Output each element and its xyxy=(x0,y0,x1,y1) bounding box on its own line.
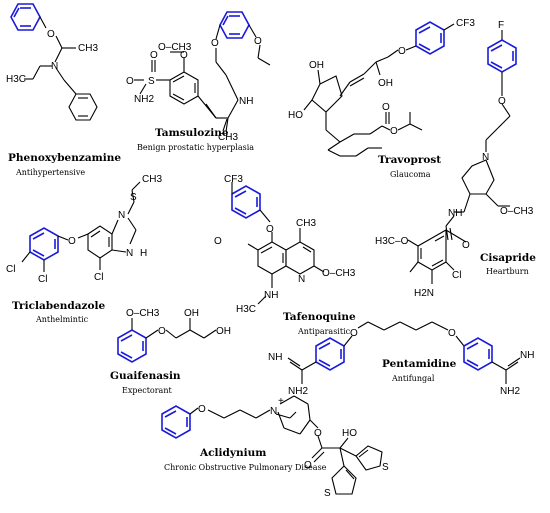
methyl-label: H3C xyxy=(6,74,26,85)
compound-name: Phenoxybenzamine xyxy=(8,152,121,164)
compound-use: Expectorant xyxy=(122,386,172,395)
nitrogen-label: N xyxy=(51,61,58,72)
nitrogen-label: N xyxy=(126,248,133,259)
amine-label: NH xyxy=(448,208,462,219)
fluorine-label: F xyxy=(498,20,504,31)
methoxy-label: H3C–O xyxy=(375,236,409,247)
compound-name: Triclabendazole xyxy=(12,300,106,312)
sulfur-label: S xyxy=(148,76,155,87)
chlorine-label: Cl xyxy=(38,274,47,285)
hydroxyl-label: OH xyxy=(378,78,393,89)
phenoxybenzamine-structure: O CH3 N H3C xyxy=(6,3,98,121)
methoxy-label: O xyxy=(214,236,222,247)
nitrogen-label: N xyxy=(270,406,277,417)
trifluoromethyl-label: CF3 xyxy=(224,174,243,185)
methyl-label: H3C xyxy=(236,304,256,315)
amine-label: NH2 xyxy=(134,94,154,105)
pentamidine-structure: O O NH NH2 NH NH2 xyxy=(268,321,534,397)
imine-label: NH xyxy=(268,352,282,363)
compound-name: Aclidynium xyxy=(199,447,266,459)
compound-name: Tamsulozine xyxy=(155,127,229,139)
oxygen-label: O xyxy=(398,46,406,57)
methyl-label: CH3 xyxy=(296,218,316,229)
oxygen-label: O xyxy=(390,126,398,137)
methyl-label: CH3 xyxy=(78,43,98,54)
charge-label: + xyxy=(278,396,284,407)
amine-label: NH xyxy=(264,290,278,301)
amine-label: NH2 xyxy=(288,386,308,397)
travoprost-structure: O CF3 OH OH HO O O xyxy=(288,18,475,157)
compound-use: Antiparasitic xyxy=(297,327,351,336)
hydroxyl-label: OH xyxy=(309,60,324,71)
tafenoquine-structure: CF3 O CH3 O N O–CH3 NH H3C xyxy=(214,174,356,315)
amine-label: NH xyxy=(239,96,253,107)
methyl-label: CH3 xyxy=(142,174,162,185)
hydroxyl-label: HO xyxy=(288,110,303,121)
imine-label: NH xyxy=(520,350,534,361)
nitrogen-label: N xyxy=(482,152,489,163)
compound-name: Cisapride xyxy=(480,252,536,264)
oxygen-label: O xyxy=(448,328,456,339)
methoxy-label: O–CH3 xyxy=(158,42,192,53)
oxygen-label: O xyxy=(498,96,506,107)
compound-name: Tafenoquine xyxy=(283,311,356,323)
methoxy-label: O–CH3 xyxy=(126,308,160,319)
compound-use: Antihypertensive xyxy=(15,168,85,177)
oxygen-label: O xyxy=(350,328,358,339)
oxygen-label: O xyxy=(254,36,262,47)
chlorine-label: Cl xyxy=(6,264,15,275)
guaifenasin-structure: O–CH3 O OH OH xyxy=(117,308,231,363)
oxygen-label: O xyxy=(314,428,322,439)
tamsulozine-structure: O O–CH3 S O O NH2 O O NH CH3 xyxy=(126,11,271,143)
sulfur-label: S xyxy=(324,488,331,499)
oxygen-label: O xyxy=(150,50,158,61)
aclidynium-structure: O N + O O HO S S xyxy=(161,395,389,499)
sulfur-label: S xyxy=(130,192,137,203)
carbonyl-oxygen: O xyxy=(462,240,470,251)
oxygen-label: O xyxy=(158,326,166,337)
nitrogen-label: N xyxy=(118,210,125,221)
compound-use: Antifungal xyxy=(391,374,435,383)
carbonyl-oxygen: O xyxy=(304,460,312,471)
cisapride-structure: F O N NH O–CH3 O H3C–O H2N Cl xyxy=(375,20,534,299)
compound-use: Anthelmintic xyxy=(35,315,89,324)
methoxy-label: O–CH3 xyxy=(322,268,356,279)
hydroxyl-label: OH xyxy=(184,308,199,319)
oxygen-label: O xyxy=(198,404,206,415)
methyl-label: CH3 xyxy=(218,132,238,143)
compound-name: Travoprost xyxy=(378,154,441,166)
triclabendazole-structure: O Cl Cl Cl N N H S CH3 xyxy=(6,174,162,285)
hydroxyl-label: HO xyxy=(342,428,357,439)
oxygen-label: O xyxy=(47,29,55,40)
hydroxyl-label: OH xyxy=(216,326,231,337)
nitrogen-label: N xyxy=(298,274,305,285)
compound-use: Chronic Obstructive Pulmonary Disease xyxy=(164,463,327,472)
compound-use: Heartburn xyxy=(486,267,529,276)
oxygen-label: O xyxy=(126,76,134,87)
sulfur-label: S xyxy=(382,462,389,473)
amine-label: NH2 xyxy=(500,386,520,397)
oxygen-label: O xyxy=(211,38,219,49)
oxygen-label: O xyxy=(382,102,390,113)
oxygen-label: O xyxy=(266,224,274,235)
compound-name: Guaifenasin xyxy=(110,370,181,382)
methoxy-oxygen: O xyxy=(180,50,188,61)
oxygen-label: O xyxy=(68,236,76,247)
methoxy-label: O–CH3 xyxy=(500,206,534,217)
chlorine-label: Cl xyxy=(452,270,461,281)
chlorine-label: Cl xyxy=(94,272,103,283)
compound-use: Glaucoma xyxy=(390,170,431,179)
trifluoromethyl-label: CF3 xyxy=(456,18,475,29)
compound-name: Pentamidine xyxy=(382,358,457,370)
amine-label: H2N xyxy=(414,288,434,299)
compound-use: Benign prostatic hyperplasia xyxy=(137,143,254,152)
hydrogen-label: H xyxy=(140,248,147,259)
